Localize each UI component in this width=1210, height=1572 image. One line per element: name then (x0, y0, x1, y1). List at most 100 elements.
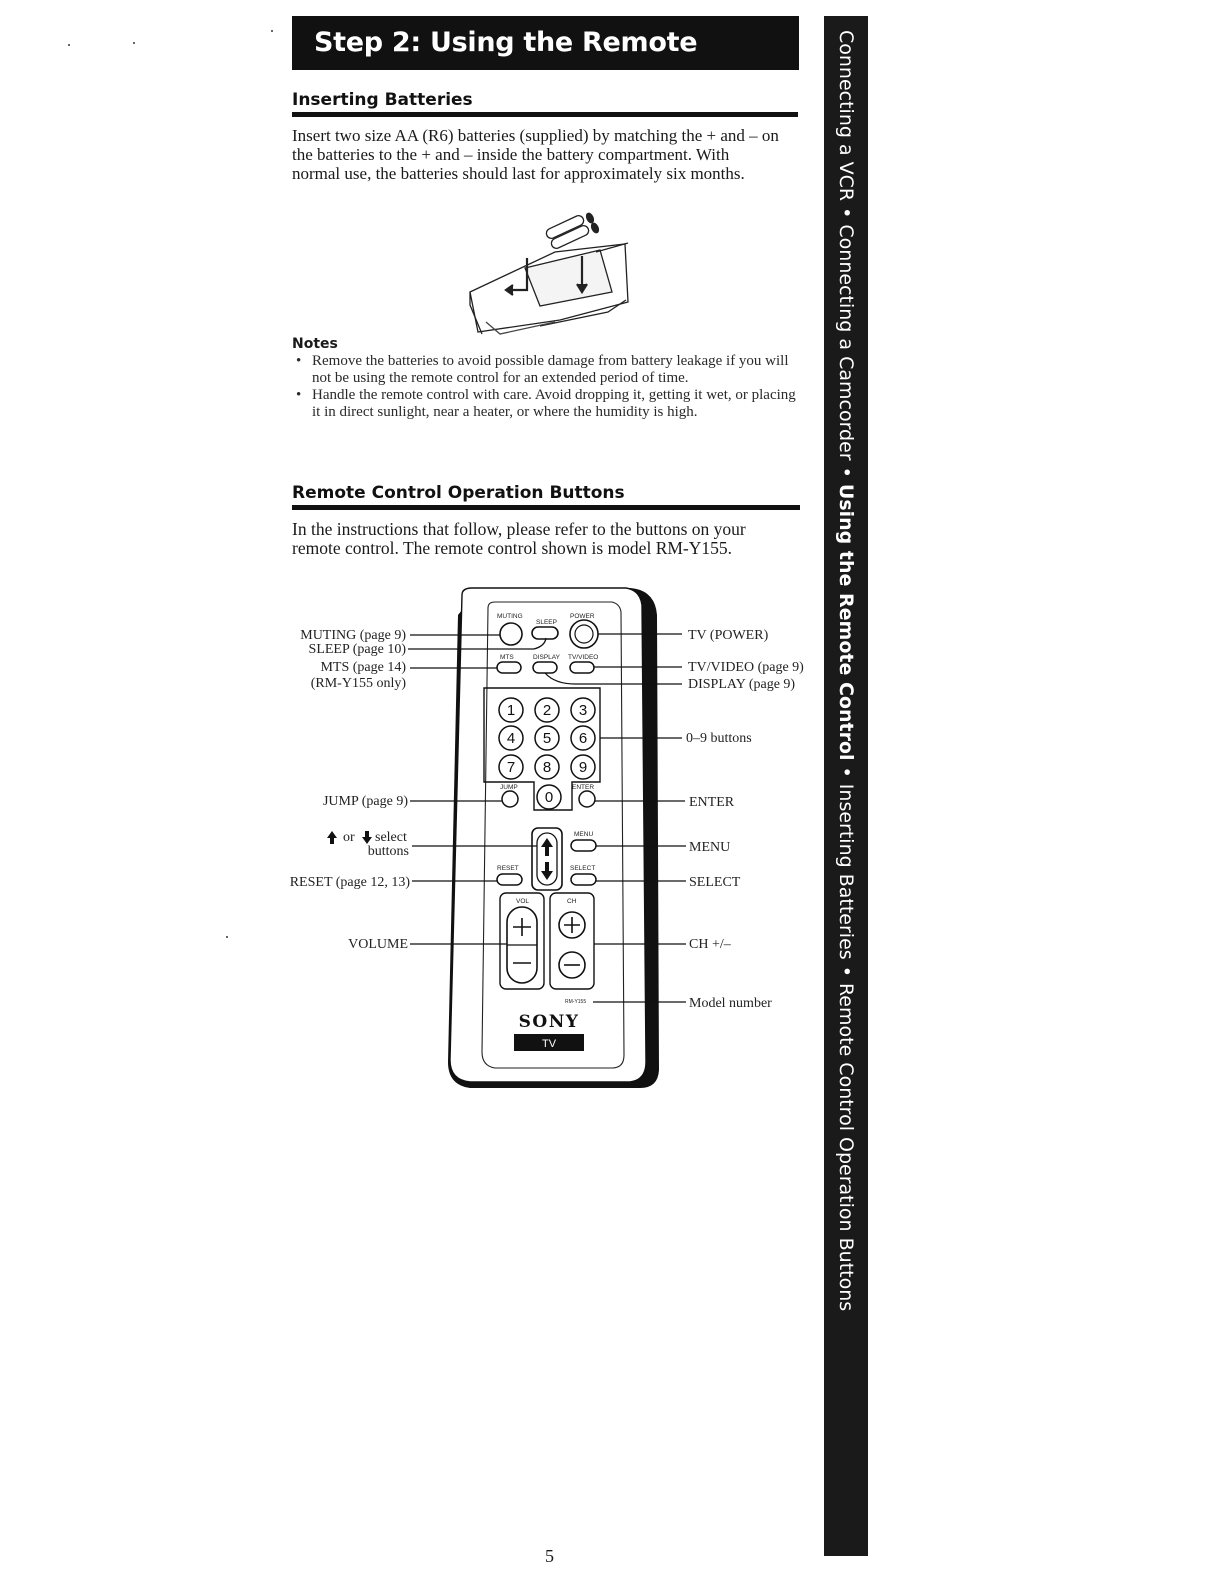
callout-lines (408, 633, 686, 1003)
tv-badge (514, 1034, 584, 1051)
down-arrow-icon (362, 831, 372, 844)
tv-video-button[interactable] (569, 661, 595, 674)
section-rule (292, 112, 798, 117)
side-tab-after: • Inserting Batteries • Remote Control O… (835, 760, 857, 1312)
digit-label: 9 (579, 759, 587, 776)
power-icon (574, 624, 594, 644)
muting-button[interactable] (499, 622, 523, 646)
digit-label: 5 (543, 730, 551, 747)
side-tab-text: Connecting a VCR • Connecting a Camcorde… (824, 30, 868, 1540)
sleep-button[interactable] (531, 626, 559, 640)
remote-menu-label: MENU (574, 831, 593, 838)
digit-5-button[interactable] (534, 725, 560, 751)
callout-mts-note: (RM-Y155 only) (311, 676, 407, 691)
remote-jump-label: JUMP (500, 784, 518, 791)
remote-tvvideo-label: TV/VIDEO (568, 654, 598, 661)
section-rule (292, 505, 800, 510)
callout-select-word: select (375, 830, 407, 845)
remote-muting-label: MUTING (497, 613, 523, 620)
digit-label: 6 (579, 730, 587, 747)
power-button[interactable] (569, 619, 599, 649)
battery-icon (545, 212, 600, 249)
digit-1-button[interactable] (498, 697, 524, 723)
scan-speck (68, 44, 70, 46)
plus-icon (564, 917, 580, 933)
callout-model: Model number (689, 996, 772, 1011)
side-navigation-tab: Connecting a VCR • Connecting a Camcorde… (824, 16, 868, 1556)
notes-list: Remove the batteries to avoid possible d… (292, 353, 804, 421)
remote-power-label: POWER (570, 613, 595, 620)
remote-model-small: RM-Y155 (565, 999, 586, 1005)
digit-label: 4 (507, 730, 515, 747)
buttons-paragraph: In the instructions that follow, please … (292, 519, 746, 558)
select-button[interactable] (570, 873, 597, 886)
reset-button[interactable] (496, 873, 523, 886)
digit-0-button[interactable] (536, 784, 562, 810)
remote-ch-label: CH (567, 898, 577, 905)
section-heading-batteries: Inserting Batteries (292, 90, 473, 110)
callout-select-buttons: buttons (368, 844, 409, 859)
digit-9-button[interactable] (570, 754, 596, 780)
side-tab-before: Connecting a VCR • Connecting a Camcorde… (835, 30, 857, 484)
callout-digits: 0–9 buttons (686, 731, 752, 746)
digit-3-button[interactable] (570, 697, 596, 723)
plus-icon (513, 918, 531, 936)
section-heading-buttons: Remote Control Operation Buttons (292, 483, 625, 503)
remote-mts-label: MTS (500, 654, 514, 661)
digit-label: 2 (543, 702, 551, 719)
tv-badge-label: TV (542, 1038, 557, 1050)
digit-label: 8 (543, 759, 551, 776)
page-title: Step 2: Using the Remote Control (292, 16, 799, 112)
digit-keypad: 1 2 3 4 5 6 7 8 9 0 (498, 697, 596, 810)
remote-enter-label: ENTER (572, 784, 594, 791)
batteries-paragraph: Insert two size AA (R6) batteries (suppl… (292, 126, 779, 183)
remote-control-illustration: MUTING POWER SLEEP MTS DISPLAY TV/VIDEO … (448, 587, 659, 1088)
callout-muting: MUTING (page 9) (300, 628, 406, 643)
menu-button[interactable] (570, 839, 597, 852)
side-tab-current: Using the Remote Control (835, 483, 857, 761)
remote-vol-label: VOL (516, 898, 529, 905)
remote-display-label: DISPLAY (533, 654, 561, 661)
insert-arrow-icon (504, 256, 588, 296)
callout-select-or: or (343, 830, 355, 845)
remote-select-label: SELECT (570, 865, 595, 872)
digit-4-button[interactable] (498, 725, 524, 751)
display-button[interactable] (532, 661, 558, 674)
callout-display: DISPLAY (page 9) (688, 677, 795, 692)
jump-button[interactable] (501, 790, 519, 808)
scan-speck (271, 30, 273, 32)
down-arrow-button[interactable] (541, 862, 553, 880)
up-arrow-icon (327, 831, 337, 844)
digit-8-button[interactable] (534, 754, 560, 780)
scan-speck (133, 42, 135, 44)
callout-volume: VOLUME (348, 937, 408, 952)
callout-tv-video: TV/VIDEO (page 9) (688, 660, 804, 675)
callout-jump: JUMP (page 9) (323, 794, 408, 809)
remote-sleep-label: SLEEP (536, 619, 557, 626)
remote-reset-label: RESET (497, 865, 519, 872)
callout-menu: MENU (689, 840, 730, 855)
digit-label: 7 (507, 759, 515, 776)
digit-label: 0 (545, 789, 553, 806)
sony-logo: SONY (519, 1012, 580, 1032)
up-arrow-button[interactable] (541, 838, 553, 856)
callout-power: TV (POWER) (688, 628, 769, 643)
page-number: 5 (545, 1546, 554, 1566)
callout-sleep: SLEEP (page 10) (309, 642, 407, 657)
notes-heading: Notes (292, 336, 338, 352)
callout-reset: RESET (page 12, 13) (290, 875, 411, 890)
callout-select: SELECT (689, 875, 741, 890)
mts-button[interactable] (496, 661, 522, 674)
note-item: Handle the remote control with care. Avo… (292, 387, 804, 420)
note-item: Remove the batteries to avoid possible d… (292, 353, 804, 386)
scan-speck (226, 936, 228, 938)
callout-mts: MTS (page 14) (320, 660, 406, 675)
digit-6-button[interactable] (570, 725, 596, 751)
digit-label: 3 (579, 702, 587, 719)
enter-button[interactable] (578, 790, 596, 808)
battery-insertion-illustration (469, 212, 629, 335)
callout-enter: ENTER (689, 795, 735, 810)
digit-2-button[interactable] (534, 697, 560, 723)
digit-7-button[interactable] (498, 754, 524, 780)
